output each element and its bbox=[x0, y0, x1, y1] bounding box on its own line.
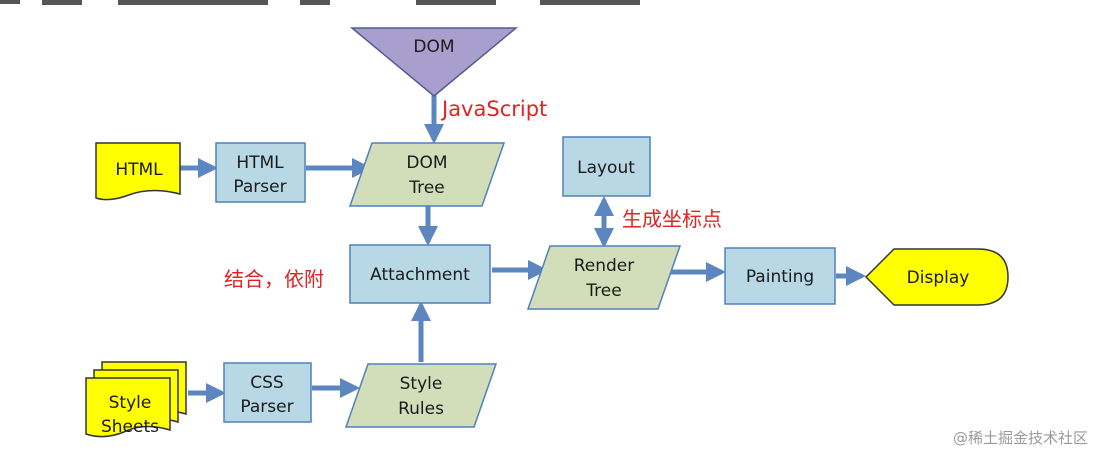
html-parser-label-line1: HTML bbox=[236, 153, 284, 173]
style-sheets-label-line1: Style bbox=[109, 393, 152, 413]
html-file-node: HTML bbox=[95, 142, 181, 201]
display-node: Display bbox=[864, 248, 1009, 306]
style-sheets-label-line2: Sheets bbox=[101, 417, 159, 437]
painting-node: Painting bbox=[724, 247, 836, 305]
style-rules-label-line2: Rules bbox=[398, 399, 444, 419]
style-sheets-node: Style Sheets bbox=[85, 361, 187, 438]
dom-tree-node: DOM Tree bbox=[348, 142, 506, 207]
html-file-label: HTML bbox=[115, 160, 163, 180]
html-parser-label-line2: Parser bbox=[233, 177, 286, 197]
watermark: @稀土掘金技术社区 bbox=[953, 429, 1088, 447]
css-parser-label-line1: CSS bbox=[250, 373, 283, 393]
annotation-javascript: JavaScript bbox=[440, 97, 547, 121]
dom-label: DOM bbox=[413, 37, 454, 57]
dom-tree-label-line1: DOM bbox=[406, 153, 447, 173]
css-parser-label-line2: Parser bbox=[240, 397, 293, 417]
cropped-top-text bbox=[0, 0, 640, 5]
style-rules-node: Style Rules bbox=[344, 363, 498, 428]
render-tree-label-line1: Render bbox=[574, 256, 635, 276]
html-parser-node: HTML Parser bbox=[215, 142, 306, 203]
style-rules-label-line1: Style bbox=[400, 374, 443, 394]
css-parser-node: CSS Parser bbox=[223, 362, 312, 423]
arrows bbox=[180, 80, 866, 403]
display-label: Display bbox=[907, 268, 970, 288]
painting-label: Painting bbox=[746, 267, 814, 287]
layout-label: Layout bbox=[577, 158, 635, 178]
dom-node: DOM bbox=[349, 27, 519, 97]
annotation-combine: 结合，依附 bbox=[224, 267, 324, 291]
render-tree-node: Render Tree bbox=[526, 245, 682, 310]
layout-node: Layout bbox=[562, 136, 651, 197]
attachment-node: Attachment bbox=[349, 244, 491, 304]
render-tree-label-line2: Tree bbox=[585, 281, 621, 301]
attachment-label: Attachment bbox=[370, 265, 470, 285]
annotation-coordinates: 生成坐标点 bbox=[622, 207, 722, 231]
dom-tree-label-line2: Tree bbox=[408, 178, 444, 198]
